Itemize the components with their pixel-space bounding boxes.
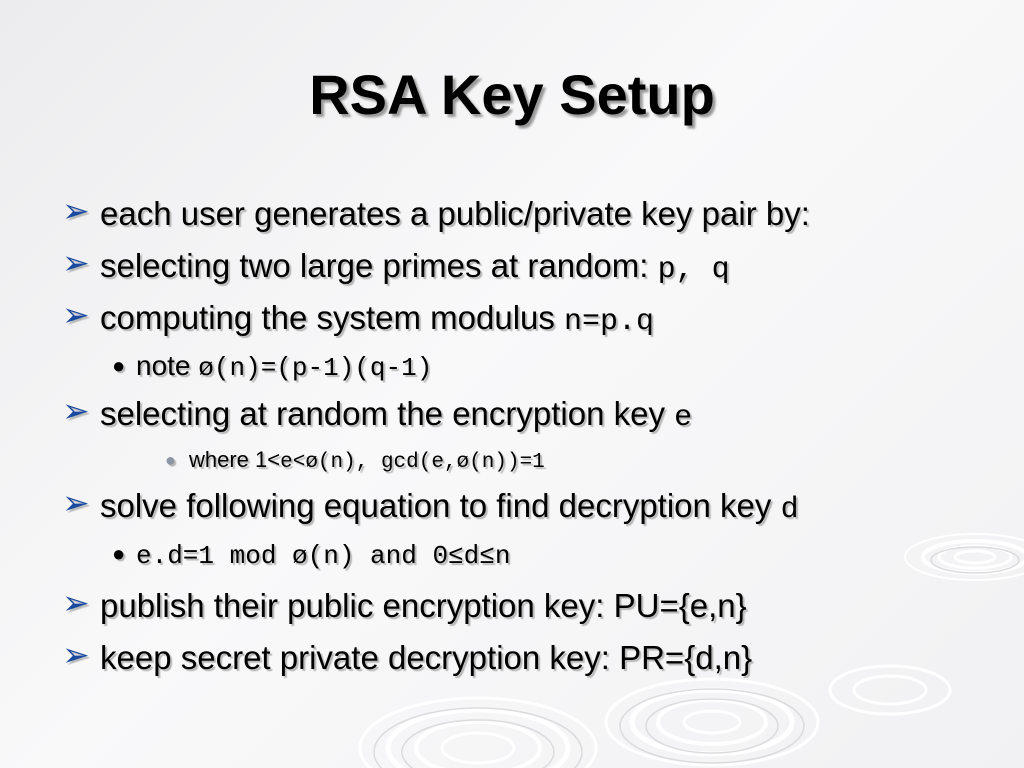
dot-bullet-icon: ● xyxy=(112,353,126,378)
arrowhead-bullet-icon: ➢ xyxy=(62,244,90,281)
sub-sub-bullet-item: ● where 1<e<ø(n), gcd(e,ø(n))=1 xyxy=(165,447,545,474)
item-code: e<ø(n), gcd(e,ø(n))=1 xyxy=(280,451,545,474)
item-code: e.d=1 mod ø(n) and 0≤d≤n xyxy=(136,541,511,571)
slide-title: RSA Key Setup xyxy=(309,63,715,126)
item-text: selecting at random the encryption key xyxy=(100,395,675,432)
arrowhead-bullet-icon: ➢ xyxy=(62,192,90,229)
item-text: each user generates a public/private key… xyxy=(100,195,810,232)
bullet-item: ➢ publish their public encryption key: PU… xyxy=(62,584,747,627)
arrowhead-bullet-icon: ➢ xyxy=(62,392,90,429)
arrowhead-bullet-icon: ➢ xyxy=(62,484,90,521)
arrowhead-bullet-icon: ➢ xyxy=(62,584,90,621)
small-dot-bullet-icon: ● xyxy=(165,450,176,470)
arrowhead-bullet-icon: ➢ xyxy=(62,296,90,333)
item-text: selecting two large primes at random: xyxy=(100,247,658,284)
item-code: e xyxy=(674,401,693,435)
item-code: ø(n)=(p-1)(q-1) xyxy=(198,353,433,383)
arrowhead-bullet-icon: ➢ xyxy=(62,636,90,673)
item-text: solve following equation to find decrypt… xyxy=(100,487,781,524)
bullet-item: ➢ solve following equation to find decryp… xyxy=(62,484,799,527)
bullet-item: ➢ computing the system modulus n=p.q xyxy=(62,296,655,339)
bullet-item: ➢ keep secret private decryption key: PR=… xyxy=(62,636,753,679)
bullet-item: ➢ selecting two large primes at random: p… xyxy=(62,244,730,287)
sub-bullet-item: ● e.d=1 mod ø(n) and 0≤d≤n xyxy=(112,538,510,571)
bullet-item: ➢selecting at random the encryption key … xyxy=(62,392,693,435)
bullet-item: ➢ each user generates a public/private ke… xyxy=(62,192,810,235)
item-text: computing the system modulus xyxy=(100,299,565,336)
dot-bullet-icon: ● xyxy=(112,541,126,566)
item-text: publish their public encryption key: PU=… xyxy=(100,587,747,624)
item-text: keep secret private decryption key: PR={… xyxy=(100,639,753,676)
item-text: where 1< xyxy=(189,447,281,472)
item-text: note xyxy=(136,350,199,381)
sub-bullet-item: ● note ø(n)=(p-1)(q-1) xyxy=(112,350,432,383)
item-code: d xyxy=(780,493,799,527)
item-code: n=p.q xyxy=(564,305,655,339)
item-code: p, q xyxy=(657,253,730,287)
